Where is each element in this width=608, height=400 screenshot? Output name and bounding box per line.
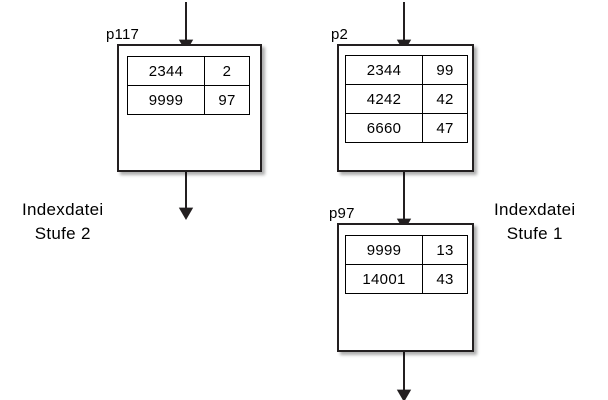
table-row: 9999 97 <box>127 85 250 115</box>
entry-pointer: 99 <box>422 55 468 85</box>
entry-table-p97: 9999 13 14001 43 <box>345 235 468 294</box>
entry-key: 4242 <box>345 84 423 114</box>
entry-key: 14001 <box>345 264 423 294</box>
caption-line-2: Stufe 1 <box>506 224 563 243</box>
caption-level-1: Indexdatei Stufe 1 <box>494 198 575 246</box>
entry-key: 9999 <box>127 85 205 115</box>
entry-key: 2344 <box>345 55 423 85</box>
caption-line-2: Stufe 2 <box>34 224 91 243</box>
entry-pointer: 42 <box>422 84 468 114</box>
page-label-p2: p2 <box>331 26 349 43</box>
page-label-p97: p97 <box>329 205 355 222</box>
table-row: 2344 99 <box>345 55 468 85</box>
entry-pointer: 13 <box>422 235 468 265</box>
entry-key: 2344 <box>127 56 205 86</box>
entry-pointer: 47 <box>422 113 468 143</box>
entry-pointer: 43 <box>422 264 468 294</box>
caption-level-2: Indexdatei Stufe 2 <box>22 198 103 246</box>
table-row: 14001 43 <box>345 264 468 294</box>
entry-key: 6660 <box>345 113 423 143</box>
entry-pointer: 97 <box>204 85 250 115</box>
entry-key: 9999 <box>345 235 423 265</box>
entry-table-p117: 2344 2 9999 97 <box>127 56 250 115</box>
table-row: 4242 42 <box>345 84 468 114</box>
entry-table-p2: 2344 99 4242 42 6660 47 <box>345 55 468 143</box>
table-row: 2344 2 <box>127 56 250 86</box>
caption-line-1: Indexdatei <box>494 200 576 219</box>
table-row: 6660 47 <box>345 113 468 143</box>
caption-line-1: Indexdatei <box>22 200 104 219</box>
page-label-p117: p117 <box>106 26 140 43</box>
entry-pointer: 2 <box>204 56 250 86</box>
table-row: 9999 13 <box>345 235 468 265</box>
